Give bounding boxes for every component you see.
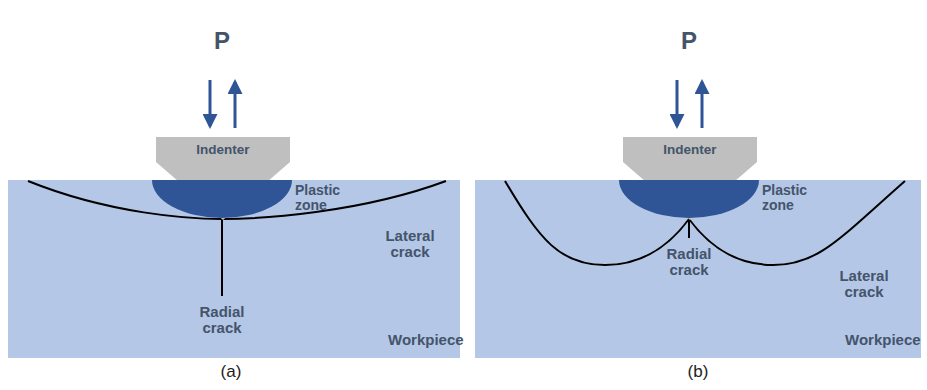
- radial-crack: [221, 219, 223, 296]
- lateral-crack: [28, 181, 446, 219]
- radial-crack: [688, 219, 690, 238]
- shape-fill: [619, 180, 759, 218]
- load-arrow: [676, 80, 679, 126]
- node-text: Plastic zone: [295, 183, 357, 213]
- node-text: Workpiece: [845, 332, 915, 348]
- plastic-zone: Plastic zone: [619, 180, 759, 218]
- plastic-zone-outline: [152, 180, 292, 218]
- crack-label: Radial crack: [190, 304, 254, 336]
- unload-arrow: [701, 82, 704, 128]
- node-text: Workpiece: [388, 332, 458, 348]
- workpiece-fill: [8, 180, 460, 358]
- node-text: Indenter: [156, 142, 290, 158]
- load-arrow: [209, 80, 212, 126]
- unload-arrow: [234, 82, 237, 128]
- panel-caption: (b): [673, 364, 723, 380]
- node-text: Indenter: [623, 142, 757, 158]
- crack-label: Lateral crack: [372, 228, 448, 260]
- plastic-zone: Plastic zone: [152, 180, 292, 218]
- plastic-zone-outline: [619, 180, 759, 218]
- workpiece-fill: [475, 180, 921, 358]
- crack-label: Lateral crack: [826, 268, 902, 300]
- shape-fill: [152, 180, 292, 218]
- node-text: Plastic zone: [762, 183, 824, 213]
- panel-caption: (a): [206, 364, 256, 380]
- crack-label: Radial crack: [657, 246, 721, 278]
- load-symbol: P: [664, 28, 714, 54]
- load-symbol: P: [197, 28, 247, 54]
